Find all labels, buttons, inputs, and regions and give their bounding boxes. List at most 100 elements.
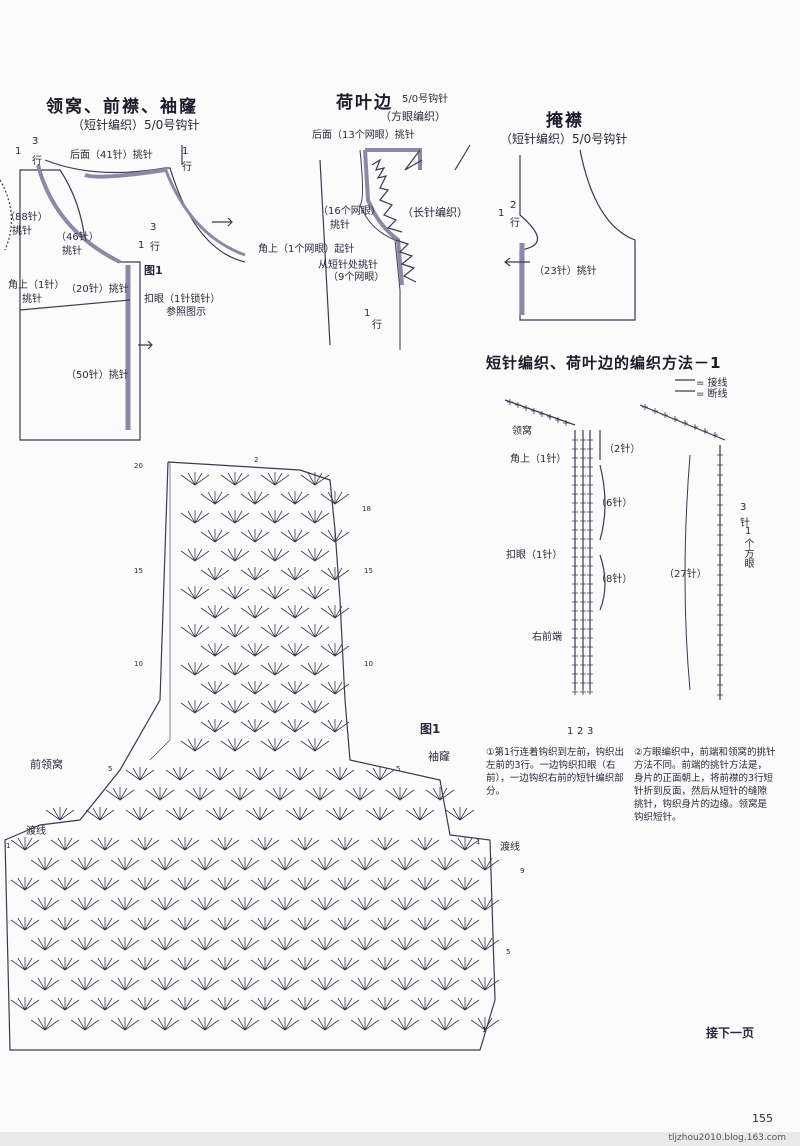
method-st27: （27针） [664,569,707,580]
stitch-cross [587,635,593,641]
stitch-fan [180,700,210,714]
stitch-fan [210,917,240,931]
stitch-fan [350,1017,380,1031]
stitch-fan [220,472,250,486]
stitch-fan [260,700,290,714]
stitch-cross [587,689,593,695]
stitch-fan [365,807,395,821]
middle-hook: 5/0号钩针 [402,94,449,105]
stitch-cross [717,482,723,488]
stitch-fan [430,977,460,991]
st88-label: （88针） [5,212,48,223]
stitch-cross [717,692,723,698]
stitch-fan [300,510,330,524]
stitch-fan [230,1017,260,1031]
stitch-fan [185,787,215,801]
stitch-fan [445,807,475,821]
stitch-fan [110,937,140,951]
from-short-label: 从短针处挑针 [318,260,378,271]
method-st8: （8针） [596,574,633,585]
row-mid-unit: 行 [150,242,160,253]
stitch-fan [70,897,100,911]
stitch-fan [170,837,200,851]
stitch-cross [572,527,578,533]
stitch-fan [10,877,40,891]
fig1-label-top: 图1 [144,264,163,277]
stitch-cross [717,602,723,608]
rows-unit: 针 [740,518,750,529]
stitch-fan [310,897,340,911]
stitch-cross [717,462,723,468]
back-pick-label: 后面（41针）挑针 [70,150,153,161]
stitch-fan [50,837,80,851]
stitch-cross [572,464,578,470]
stitch-fan [350,937,380,951]
row-num-15-left: 15 [134,567,143,575]
stitch-fan [270,937,300,951]
stitch-fan [180,472,210,486]
join-left-label: 渡线 [26,826,46,837]
stitch-fan [30,1017,60,1031]
stitch-cross [587,500,593,506]
stitch-fan [350,977,380,991]
stitch-fan [370,837,400,851]
stitch-fan [430,937,460,951]
stitch-fan [430,857,460,871]
stitch-cross [572,572,578,578]
stitch-cross [587,590,593,596]
right-row1: 1 [498,208,505,219]
stitch-fan [245,767,275,781]
row-mid-3: 3 [150,222,157,233]
stitch-fan [130,997,160,1011]
stitch-fan [430,1017,460,1031]
stitch-fan [170,997,200,1011]
stitch-cross [572,437,578,443]
stitch-fan [90,917,120,931]
stitch-fan [330,957,360,971]
stitch-fan [260,472,290,486]
stitch-fan [370,997,400,1011]
stitch-fan [450,877,480,891]
left-panel-subtitle: （短针编织）5/0号钩针 [72,118,200,132]
stitch-cross [717,572,723,578]
continued-label: 接下一页 [706,1026,755,1040]
stitch-cross [580,590,586,596]
stitch-cross [587,671,593,677]
stitch-cross [572,590,578,596]
stitch-fan [285,767,315,781]
stitch-fan [190,937,220,951]
row-num-5-bottom: 5 [506,948,511,956]
stitch-cross [572,608,578,614]
stitch-cross [717,582,723,588]
stitch-cross [572,662,578,668]
middle-row1: 1 [364,308,371,319]
button-ref: 参照图示 [166,307,206,318]
stitch-fan [10,997,40,1011]
stitch-fan [50,917,80,931]
stitch-cross [692,424,698,430]
page-number: 155 [752,1112,773,1125]
button-label: 扣眼（1针锁针） [144,294,221,305]
st23-label: （23针）挑针 [534,266,597,277]
stitch-cross [587,491,593,497]
stitch-fan [150,977,180,991]
stitch-fan [310,977,340,991]
stitch-fan [250,917,280,931]
stitch-cross [587,464,593,470]
stitch-fan [280,681,310,695]
stitch-fan [180,586,210,600]
corner-start-label: 角上（1个网眼）起针 [258,244,355,255]
stitch-fan [170,957,200,971]
stitch-cross [672,416,678,422]
bottom-num-3: 3 [587,726,594,737]
stitch-fan [190,897,220,911]
stitch-fan [200,643,230,657]
stitch-cross [662,412,668,418]
stitch-cross [507,399,513,405]
stitch-fan [180,738,210,752]
stitch-fan [110,1017,140,1031]
stitch-fan [210,837,240,851]
stitch-fan [50,877,80,891]
stitch-fan [405,807,435,821]
rows-mesh: 个方眼 [742,538,753,568]
